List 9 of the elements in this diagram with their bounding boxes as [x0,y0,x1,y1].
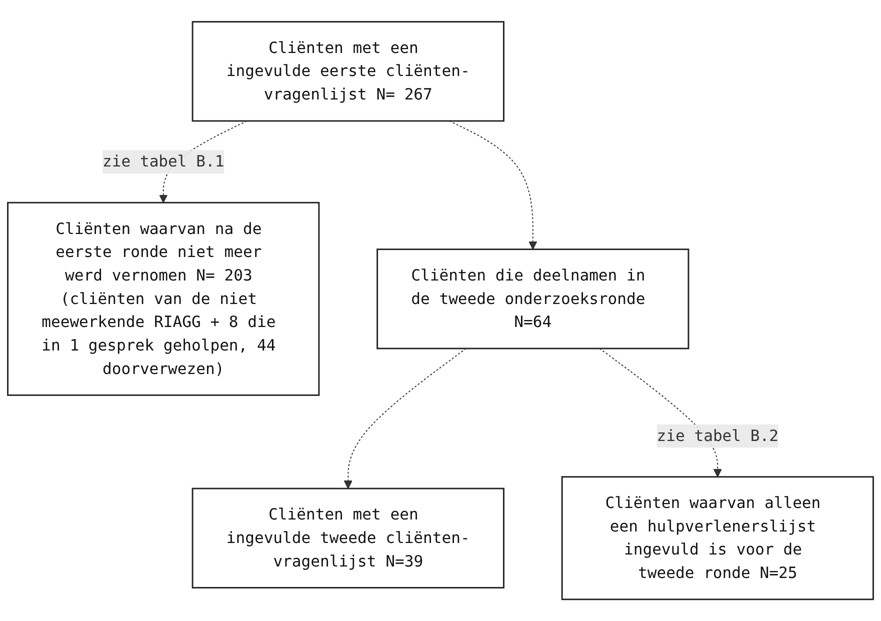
edge-label: zie tabel B.2 [656,426,779,445]
arrow [344,348,467,489]
edge-label: zie tabel B.1 [102,152,224,170]
node-box: Cliënten met een ingevulde tweede cliënten-vragenlijst N=39 [192,488,504,588]
arrow [448,120,538,250]
node-box: Cliënten waarvan na de eerste ronde niet meer werd vernomen N= 203 (cliënten van de niet meewerkende RIAGG + 8 die in 1 gesprek geholpen, 44 doorverwezen) [7,202,320,396]
node-box: Cliënten waarvan alleen een hulpverlenerslijst ingevuld is voor de tweede ronde N=25 [561,476,874,600]
node-box: Cliënten die deelnamen in de tweede onderzoeksronde N=64 [376,248,690,350]
node-box: Cliënten met een ingevulde eerste cliënten-vragenlijst N= 267 [192,20,504,122]
